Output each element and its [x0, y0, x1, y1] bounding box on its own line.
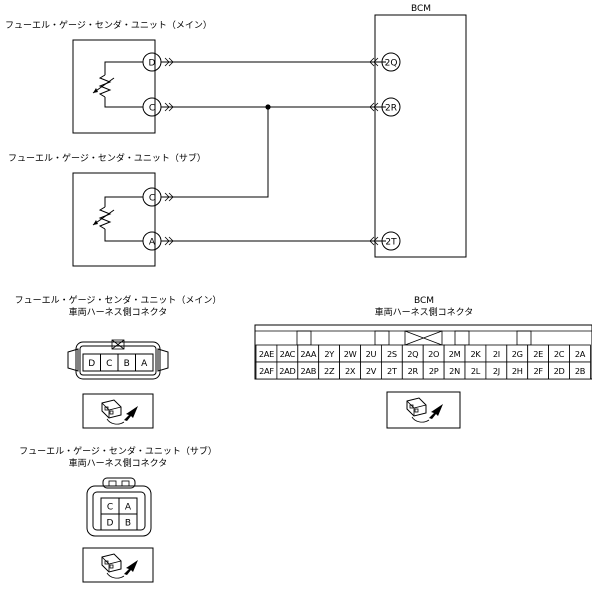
wire-sub-c-to-junction	[161, 107, 269, 198]
bcm-pin-label: 2M	[449, 349, 461, 359]
bcm-pin-label: 2O	[428, 349, 439, 359]
bcm-pin-label: 2AE	[259, 349, 274, 359]
bcm-pin-label: 2C	[554, 349, 565, 359]
bcm-pin-label: 2N	[449, 366, 460, 376]
sub-harness-side-icon	[82, 547, 154, 583]
bcm-pin-label: 2Y	[324, 349, 335, 359]
main-connector-pin-a: A	[141, 359, 148, 369]
bcm-pin-label: 2AC	[280, 349, 296, 359]
sub-unit-variable-arrowhead	[93, 220, 98, 225]
main-pin-c-label: C	[149, 104, 155, 114]
main-sender-unit-box	[72, 39, 156, 134]
sub-pin-c-label: C	[149, 194, 155, 204]
bcm-pin-2r-circle	[381, 97, 401, 117]
sub-pin-a-label: A	[149, 238, 156, 248]
bcm-pin-label: 2AF	[259, 366, 274, 376]
bcm-pin-label: 2S	[387, 349, 397, 359]
bcm-connector-title: BCM	[414, 296, 434, 306]
bcm-pin-label: 2W	[344, 349, 357, 359]
sub-connector-pin-b: B	[125, 519, 131, 529]
main-unit-resistor	[98, 74, 112, 98]
main-connector-title: フューエル・ゲージ・センダ・ユニット（メイン）	[15, 294, 222, 306]
chevrons-unit-side	[164, 57, 174, 246]
bcm-pin-label: 2D	[554, 366, 565, 376]
bcm-pin-2r-label: 2R	[385, 104, 397, 114]
bcm-pin-label: 2P	[429, 366, 439, 376]
bcm-pin-label: 2I	[493, 349, 500, 359]
sub-connector-pin-c: C	[107, 503, 113, 513]
bcm-pin-label: 2AD	[279, 366, 295, 376]
bcm-pin-label: 2B	[575, 366, 586, 376]
sub-connector-pin-a: A	[125, 503, 132, 513]
bcm-pin-label: 2X	[345, 366, 356, 376]
main-unit-internal-wire-top	[104, 61, 143, 75]
bcm-pin-label: 2AB	[300, 366, 316, 376]
main-unit-variable-arrowhead	[93, 88, 98, 93]
main-connector-face	[67, 339, 169, 380]
sub-connector-title: フューエル・ゲージ・センダ・ユニット（サブ）	[19, 445, 217, 457]
bcm-pin-label: 2K	[470, 349, 481, 359]
main-connector-subtitle: 車両ハーネス側コネクタ	[69, 306, 168, 318]
bcm-pin-label: 2R	[408, 366, 419, 376]
bcm-harness-side-icon	[386, 391, 461, 429]
sub-connector-face	[86, 477, 152, 537]
bcm-pin-label: 2L	[471, 366, 481, 376]
main-pin-d-label: D	[149, 59, 156, 69]
chevrons-bcm-side	[369, 57, 379, 246]
main-harness-side-icon	[82, 393, 154, 429]
main-unit-internal-wire-bottom	[104, 97, 143, 108]
main-connector-pin-d: D	[88, 359, 95, 369]
main-connector-pin-c: C	[106, 359, 112, 369]
bcm-connector-pin-grid: 2AE 2AC 2AA 2Y 2W 2U 2S 2Q 2O 2M 2K 2I 2G 2E 2C 2A 2AF 2A…	[255, 344, 591, 380]
sub-connector-subtitle: 車両ハーネス側コネクタ	[69, 457, 168, 469]
bcm-pin-label: 2E	[533, 349, 543, 359]
bcm-pin-label: 2U	[366, 349, 377, 359]
bcm-pin-label: 2Z	[324, 366, 335, 376]
main-connector-pin-b: B	[124, 359, 130, 369]
bcm-pin-2t-label: 2T	[385, 238, 397, 248]
bcm-pin-label: 2Q	[407, 349, 418, 359]
bcm-pin-label: 2J	[493, 366, 500, 376]
bcm-pin-label: 2T	[387, 366, 398, 376]
sub-unit-internal-wire-top	[104, 196, 143, 207]
wire-junction-dot	[265, 104, 271, 110]
bcm-pin-label: 2V	[366, 366, 377, 376]
bcm-pin-label: 2A	[575, 349, 586, 359]
bcm-pin-label: 2G	[512, 349, 523, 359]
bcm-pin-label: 2H	[512, 366, 523, 376]
bcm-title: BCM	[411, 4, 431, 14]
bcm-pin-2q-circle	[381, 52, 401, 72]
bcm-connector-subtitle: 車両ハーネス側コネクタ	[375, 306, 474, 318]
sub-unit-resistor	[98, 206, 112, 230]
bcm-pin-cell	[569, 361, 591, 380]
main-sender-unit-title: フューエル・ゲージ・センダ・ユニット（メイン）	[5, 19, 212, 31]
bcm-pin-label: 2AA	[300, 349, 316, 359]
bcm-pin-2t-circle	[381, 231, 401, 251]
bcm-box	[374, 14, 467, 258]
sub-connector-pin-d: D	[107, 519, 114, 529]
sub-sender-unit-box	[72, 172, 156, 267]
bcm-pin-label: 2F	[533, 366, 543, 376]
bcm-pin-2q-label: 2Q	[385, 59, 398, 69]
sub-unit-internal-wire-bottom	[104, 229, 143, 242]
sub-sender-unit-title: フューエル・ゲージ・センダ・ユニット（サブ）	[8, 152, 206, 164]
